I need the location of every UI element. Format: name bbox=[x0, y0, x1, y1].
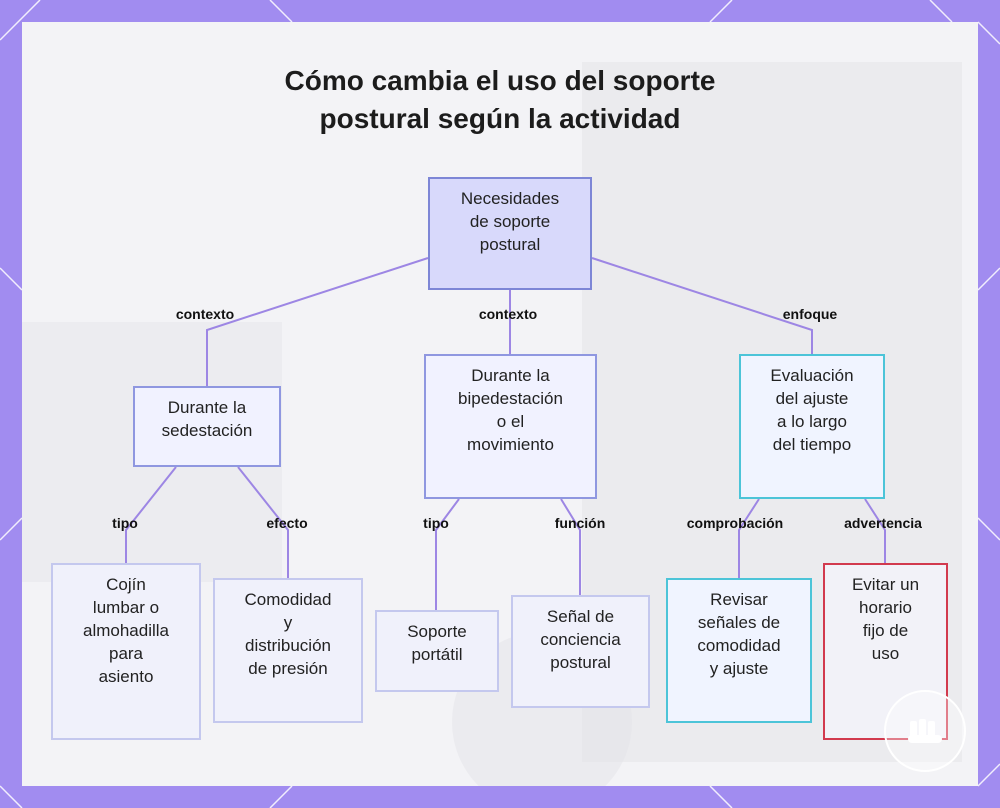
title-line-2: postural según la actividad bbox=[319, 103, 681, 134]
node-root-postural-support: Necesidades de soporte postural bbox=[428, 177, 592, 290]
title-line-1: Cómo cambia el uso del soporte bbox=[284, 65, 716, 96]
diagram-title: Cómo cambia el uso del soporte postural … bbox=[0, 62, 1000, 138]
edge-stand-portable bbox=[435, 498, 460, 610]
edge-root-eval bbox=[591, 257, 813, 354]
node-posture-signal: Señal de conciencia postural bbox=[511, 595, 650, 708]
edge-label-funcion: función bbox=[554, 515, 606, 531]
edge-stand-signal bbox=[560, 498, 581, 595]
node-lumbar-cushion: Cojín lumbar o almohadilla para asiento bbox=[51, 563, 201, 740]
logo-watermark-icon bbox=[884, 690, 966, 772]
edge-sit-cushion bbox=[125, 466, 177, 563]
edge-label-tipo-center: tipo bbox=[423, 515, 449, 531]
node-fit-evaluation: Evaluación del ajuste a lo largo del tie… bbox=[739, 354, 885, 499]
edge-label-comprobacion: comprobación bbox=[686, 515, 784, 531]
node-avoid-fixed-schedule: Evitar un horario fijo de uso bbox=[823, 563, 948, 740]
edge-label-tipo-left: tipo bbox=[112, 515, 138, 531]
edge-label-contexto-center: contexto bbox=[478, 306, 538, 322]
edge-sit-comfort bbox=[237, 466, 289, 578]
node-check-comfort: Revisar señales de comodidad y ajuste bbox=[666, 578, 812, 723]
node-portable-support: Soporte portátil bbox=[375, 610, 499, 692]
edge-root-sit bbox=[206, 257, 429, 386]
edge-label-advertencia: advertencia bbox=[844, 515, 922, 531]
edge-label-efecto: efecto bbox=[266, 515, 308, 531]
edge-label-contexto-left: contexto bbox=[175, 306, 235, 322]
node-standing-movement: Durante la bipedestación o el movimiento bbox=[424, 354, 597, 499]
node-comfort-pressure: Comodidad y distribución de presión bbox=[213, 578, 363, 723]
node-sitting: Durante la sedestación bbox=[133, 386, 281, 467]
edge-eval-check bbox=[738, 498, 760, 578]
edge-eval-avoid bbox=[864, 498, 886, 563]
edge-label-enfoque: enfoque bbox=[782, 306, 838, 322]
